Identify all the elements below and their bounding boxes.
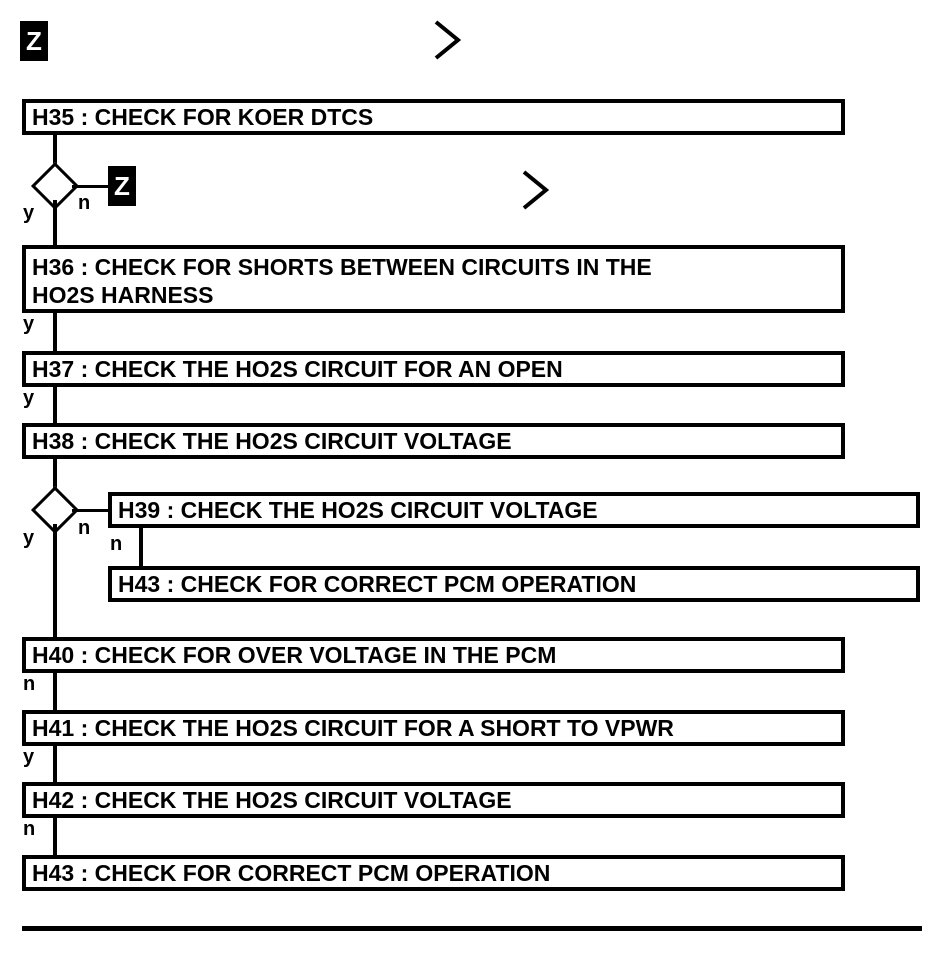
edge-h35-to-d1	[53, 135, 57, 169]
node-h36[interactable]: H36 : CHECK FOR SHORTS BETWEEN CIRCUITS …	[22, 245, 845, 313]
node-h40[interactable]: H40 : CHECK FOR OVER VOLTAGE IN THE PCM	[22, 637, 845, 673]
node-h38[interactable]: H38 : CHECK THE HO2S CIRCUIT VOLTAGE	[22, 423, 845, 459]
off-page-connector-z-top-icon[interactable]: Z	[20, 21, 48, 61]
node-h38-label: H38 : CHECK THE HO2S CIRCUIT VOLTAGE	[32, 427, 512, 454]
branch-label-h42-no: n	[23, 818, 36, 840]
edge-d2-no-to-h39	[72, 509, 112, 512]
node-h43[interactable]: H43 : CHECK FOR CORRECT PCM OPERATION	[22, 855, 845, 891]
node-h35-label: H35 : CHECK FOR KOER DTCS	[32, 103, 374, 130]
edge-d2-yes-to-h40	[53, 524, 57, 637]
node-h41[interactable]: H41 : CHECK THE HO2S CIRCUIT FOR A SHORT…	[22, 710, 845, 746]
edge-h41-to-h42	[53, 746, 57, 782]
branch-label-h36-yes: y	[23, 313, 35, 335]
branch-label-h41-yes: y	[23, 746, 35, 768]
node-h43-label: H43 : CHECK FOR CORRECT PCM OPERATION	[32, 859, 551, 886]
off-page-connector-z-branch-icon[interactable]: Z	[108, 166, 136, 206]
node-h37[interactable]: H37 : CHECK THE HO2S CIRCUIT FOR AN OPEN	[22, 351, 845, 387]
edge-d1-yes-to-h36	[53, 200, 57, 245]
footer-divider	[22, 926, 922, 931]
edge-h36-to-h37	[53, 313, 57, 351]
node-h43-branch[interactable]: H43 : CHECK FOR CORRECT PCM OPERATION	[108, 566, 920, 602]
edge-h38-to-d2	[53, 459, 57, 493]
branch-label-d2-no: n	[78, 517, 91, 539]
node-h41-label: H41 : CHECK THE HO2S CIRCUIT FOR A SHORT…	[32, 714, 674, 741]
connector-z-glyph: Z	[26, 26, 42, 56]
edge-h39-to-h43b	[139, 528, 143, 566]
edge-h42-to-h43	[53, 818, 57, 855]
edge-d1-no	[72, 185, 110, 188]
node-h36-label: H36 : CHECK FOR SHORTS BETWEEN CIRCUITS …	[32, 254, 652, 309]
node-h39-label: H39 : CHECK THE HO2S CIRCUIT VOLTAGE	[118, 496, 598, 523]
edge-h40-to-h41	[53, 673, 57, 711]
branch-label-d1-no: n	[78, 192, 91, 214]
node-h39[interactable]: H39 : CHECK THE HO2S CIRCUIT VOLTAGE	[108, 492, 920, 528]
node-h40-label: H40 : CHECK FOR OVER VOLTAGE IN THE PCM	[32, 641, 557, 668]
node-h43-branch-label: H43 : CHECK FOR CORRECT PCM OPERATION	[118, 570, 637, 597]
branch-label-d1-yes: y	[23, 202, 35, 224]
node-h42[interactable]: H42 : CHECK THE HO2S CIRCUIT VOLTAGE	[22, 782, 845, 818]
connector-z-branch-glyph: Z	[114, 171, 130, 201]
page-marker-top-icon	[430, 18, 464, 62]
branch-label-h39-no: n	[110, 533, 123, 555]
branch-label-h37-yes: y	[23, 387, 35, 409]
node-h37-label: H37 : CHECK THE HO2S CIRCUIT FOR AN OPEN	[32, 355, 563, 382]
page-marker-second-icon	[518, 168, 552, 212]
edge-h37-to-h38	[53, 387, 57, 423]
node-h35[interactable]: H35 : CHECK FOR KOER DTCS	[22, 99, 845, 135]
branch-label-d2-yes: y	[23, 527, 35, 549]
branch-label-h40-no: n	[23, 673, 36, 695]
node-h42-label: H42 : CHECK THE HO2S CIRCUIT VOLTAGE	[32, 786, 512, 813]
